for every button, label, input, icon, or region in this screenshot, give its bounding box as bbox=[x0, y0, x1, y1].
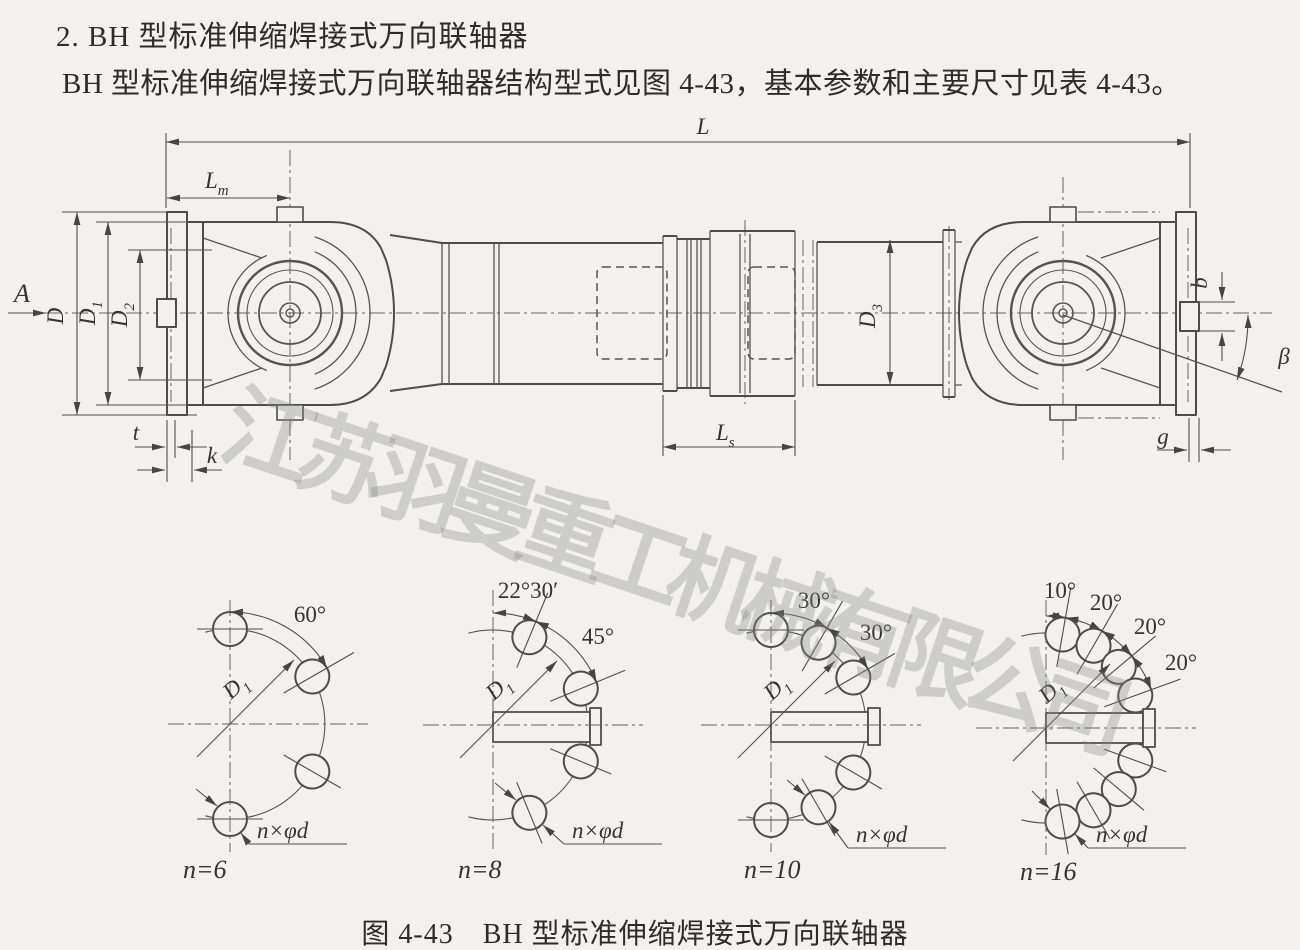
angle-arc bbox=[492, 609, 537, 623]
angle-arc bbox=[1065, 616, 1103, 632]
holes-label: n×φd bbox=[257, 818, 309, 843]
n-count-label: n=10 bbox=[744, 855, 801, 884]
label-Ls: Ls bbox=[715, 420, 735, 451]
label-view-A: A bbox=[12, 279, 30, 308]
d1-leader bbox=[196, 659, 295, 758]
bolt-pattern-n10: 30° 30° D1 n×φd n=10 bbox=[701, 588, 946, 884]
bolt-pattern-n6: 60° D1 n×φd n=6 bbox=[168, 600, 368, 884]
centerlines bbox=[45, 150, 1272, 460]
shaft-key bbox=[492, 711, 591, 743]
label-D1: D1 bbox=[75, 301, 106, 326]
bolt-hole bbox=[1104, 742, 1167, 779]
bolt-hole bbox=[1075, 781, 1112, 840]
shaft-tube bbox=[389, 229, 962, 398]
bolt-hole bbox=[283, 652, 355, 695]
coupling-drawing: L Lm Ls D D1 D2 D3 t k g b β A bbox=[8, 114, 1290, 482]
hidden-spline-right bbox=[747, 266, 796, 360]
angle-arc bbox=[229, 608, 328, 669]
angle-arc bbox=[535, 620, 598, 683]
swing-angle bbox=[1062, 314, 1283, 393]
right-yoke-top-bolt bbox=[1049, 206, 1077, 223]
bolt-pattern-n16: 10° 20° 20° 20° D1 n×φd n=16 bbox=[976, 578, 1197, 886]
label-g: g bbox=[1157, 424, 1169, 449]
dimensions bbox=[8, 133, 1235, 482]
angle-arc bbox=[770, 609, 828, 629]
bolt-hole bbox=[1044, 788, 1081, 855]
bolt-pattern-n8: 22°30′ 45° D1 n×φd n=8 bbox=[423, 578, 662, 884]
angle-label: 60° bbox=[294, 602, 326, 627]
bolt-hole bbox=[824, 653, 896, 696]
right-yoke bbox=[958, 206, 1161, 421]
label-beta: β bbox=[1277, 344, 1290, 369]
angle-label: 30° bbox=[860, 620, 892, 645]
angle-arc bbox=[1045, 612, 1066, 620]
angle-arc bbox=[1131, 655, 1152, 690]
right-yoke-bottom-bolt bbox=[1049, 404, 1077, 421]
bolt-hole bbox=[824, 754, 883, 791]
holes-label: n×φd bbox=[1096, 822, 1148, 847]
label-k: k bbox=[207, 443, 218, 468]
n-count-label: n=16 bbox=[1020, 857, 1077, 886]
right-bearing-outer bbox=[1009, 259, 1117, 367]
label-L: L bbox=[696, 114, 710, 139]
label-D2: D2 bbox=[107, 302, 138, 328]
shaft-key-end bbox=[589, 707, 602, 746]
bolt-hole bbox=[550, 743, 612, 780]
angle-label: 20° bbox=[1134, 614, 1166, 639]
dimension-labels: L Lm Ls D D1 D2 D3 t k g b β A bbox=[12, 114, 1290, 468]
right-flange-bolt bbox=[1179, 301, 1200, 332]
angle-arc bbox=[1101, 630, 1133, 657]
left-yoke-top-bolt bbox=[276, 206, 304, 223]
holes-label: n×φd bbox=[572, 818, 624, 843]
angle-label: 20° bbox=[1165, 650, 1197, 675]
left-yoke-bottom-bolt bbox=[276, 404, 304, 421]
right-flange bbox=[1159, 211, 1200, 416]
label-D3: D3 bbox=[855, 304, 886, 329]
n-count-label: n=8 bbox=[458, 855, 502, 884]
holes-label: n×φd bbox=[856, 822, 908, 847]
shaft-key bbox=[770, 711, 869, 743]
bolt-hole bbox=[283, 753, 342, 790]
shaft-key-end bbox=[867, 707, 881, 746]
angle-label: 30° bbox=[798, 588, 830, 613]
angle-label: 20° bbox=[1090, 590, 1122, 615]
n-count-label: n=6 bbox=[183, 855, 227, 884]
left-bearing-outer bbox=[236, 259, 344, 367]
section-heading: 2. BH 型标准伸缩焊接式万向联轴器 bbox=[56, 21, 529, 53]
bolt-hole bbox=[511, 782, 548, 844]
label-t: t bbox=[133, 420, 140, 445]
angle-arc bbox=[826, 627, 869, 670]
angle-label: 10° bbox=[1044, 578, 1076, 603]
body-text: BH 型标准伸缩焊接式万向联轴器结构型式见图 4-43，基本参数和主要尺寸见表 … bbox=[62, 68, 1181, 100]
left-yoke bbox=[202, 206, 395, 421]
label-D: D bbox=[43, 307, 68, 325]
d1-leader bbox=[1012, 663, 1111, 762]
label-b: b bbox=[1187, 277, 1212, 289]
figure-caption: 图 4-43 BH 型标准伸缩焊接式万向联轴器 bbox=[361, 919, 909, 950]
bolt-hole bbox=[550, 669, 626, 707]
left-flange-bolt bbox=[156, 298, 177, 328]
hidden-spline-left bbox=[596, 266, 668, 360]
angle-label: 45° bbox=[582, 624, 614, 649]
angle-label: 22°30′ bbox=[498, 578, 558, 603]
d1-leader bbox=[459, 660, 558, 759]
beta-arc bbox=[1236, 314, 1252, 381]
d1-leader bbox=[737, 660, 836, 759]
label-Lm: Lm bbox=[204, 168, 229, 199]
